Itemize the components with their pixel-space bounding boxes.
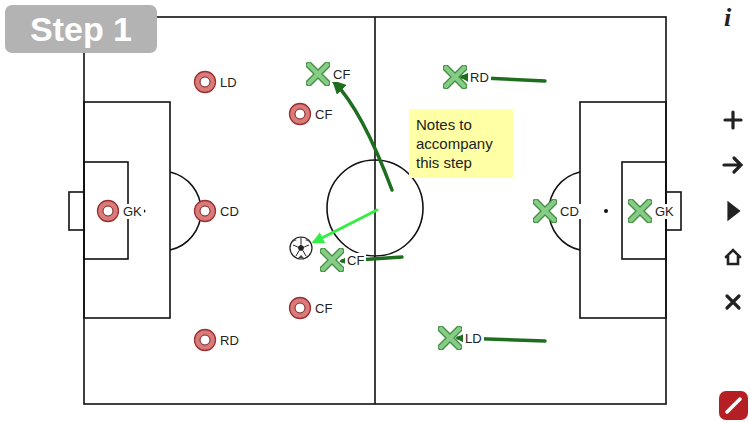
pass-arrow	[314, 210, 377, 242]
cross-fill	[631, 202, 649, 220]
disc-centre	[295, 109, 305, 119]
position-label: CF	[345, 253, 366, 268]
cross-fill	[323, 251, 341, 269]
position-label: CD	[218, 204, 241, 219]
toolbar	[724, 112, 741, 308]
disc-centre	[200, 206, 210, 216]
cross-outline	[323, 251, 341, 269]
player-cross	[443, 65, 467, 89]
position-label: RD	[218, 333, 241, 348]
disc-ring	[290, 298, 311, 319]
cross-fill	[446, 68, 464, 86]
disc-ring	[195, 72, 216, 93]
pitch-lines	[69, 17, 681, 404]
position-label: CF	[331, 67, 352, 82]
disc-centre	[295, 303, 305, 313]
disc-centre	[103, 206, 113, 216]
position-label: CF	[313, 301, 334, 316]
position-label: RD	[468, 70, 491, 85]
position-label: LD	[463, 331, 484, 346]
away-player: RD	[443, 65, 491, 89]
position-label: CD	[558, 204, 581, 219]
cross-outline	[441, 329, 459, 347]
player-disc	[193, 199, 217, 223]
plus-icon	[725, 112, 741, 128]
cross-fill	[536, 202, 554, 220]
player-disc	[193, 328, 217, 352]
player-disc	[193, 70, 217, 94]
penalty-spot	[604, 209, 608, 213]
player-cross	[320, 248, 344, 272]
player-cross	[628, 199, 652, 223]
disc-ring	[195, 330, 216, 351]
pencil-icon	[727, 399, 740, 412]
player-disc	[288, 296, 312, 320]
home-player: RD	[193, 328, 241, 352]
position-label: GK	[653, 204, 676, 219]
ball-outline	[290, 237, 312, 259]
home-player: CF	[288, 296, 334, 320]
home-player: LD	[193, 70, 239, 94]
note-text: Notes to accompany this step	[416, 116, 493, 171]
cross-fill	[441, 329, 459, 347]
position-label: GK	[121, 204, 144, 219]
away-player: CF	[320, 248, 366, 272]
away-player: CF	[306, 62, 352, 86]
cross-outline	[631, 202, 649, 220]
disc-ring	[290, 104, 311, 125]
penalty-arc	[549, 172, 580, 250]
cross-outline	[309, 65, 327, 83]
ball-patch	[298, 245, 305, 251]
player-disc	[288, 102, 312, 126]
penalty-box	[84, 102, 170, 318]
goal	[69, 192, 84, 230]
position-label: LD	[218, 75, 239, 90]
ball-patch	[292, 239, 310, 258]
position-label: CF	[313, 107, 334, 122]
arrow-icon	[724, 158, 741, 172]
cross-outline	[536, 202, 554, 220]
disc-centre	[200, 335, 210, 345]
edit-button	[719, 391, 748, 420]
run-arrows	[334, 77, 545, 341]
player-cross	[306, 62, 330, 86]
play-icon	[729, 204, 738, 218]
disc-ring	[98, 201, 119, 222]
info-icon: i	[724, 3, 731, 33]
touchline	[84, 17, 666, 404]
step-title: Step 1	[30, 10, 132, 49]
disc-ring	[195, 201, 216, 222]
player-disc	[96, 199, 120, 223]
disc-centre	[200, 77, 210, 87]
close-icon	[727, 296, 739, 308]
away-player: CD	[533, 199, 581, 223]
home-icon	[726, 250, 740, 264]
run-arrow	[334, 82, 392, 190]
cross-fill	[309, 65, 327, 83]
step-badge: Step 1	[5, 5, 157, 53]
home-player: CF	[288, 102, 334, 126]
away-player: GK	[628, 199, 676, 223]
home-player: CD	[193, 199, 241, 223]
home-player: GK	[96, 199, 144, 223]
cross-outline	[446, 68, 464, 86]
player-cross	[438, 326, 462, 350]
note-box: Notes to accompany this step	[409, 109, 513, 178]
ball	[290, 237, 312, 259]
away-player: LD	[438, 326, 484, 350]
player-cross	[533, 199, 557, 223]
